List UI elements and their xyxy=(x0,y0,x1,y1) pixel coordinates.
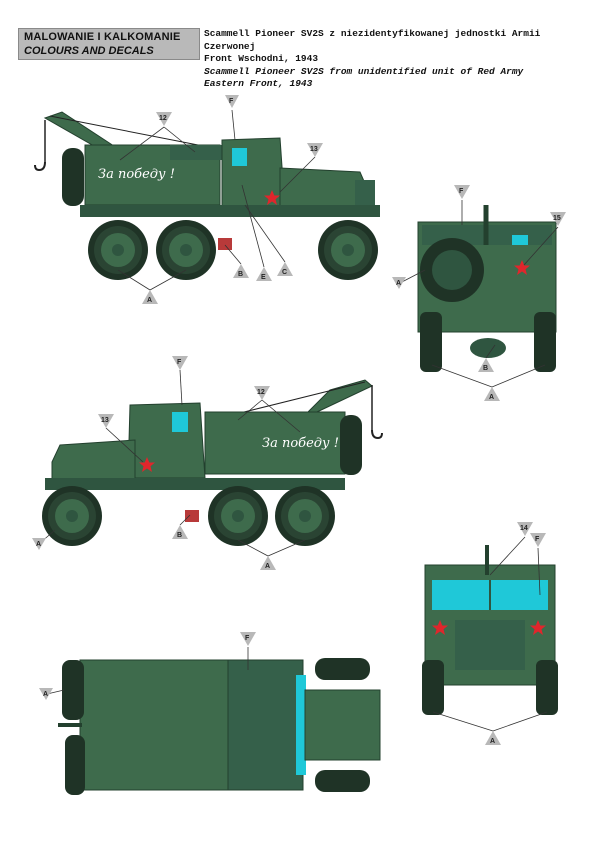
side-view-left: За победу ! xyxy=(42,379,383,546)
marker-B-rear xyxy=(478,358,494,372)
top-windscreen xyxy=(296,675,306,775)
marker-12-side2 xyxy=(254,386,270,400)
marker-12-side1 xyxy=(156,112,172,126)
svg-text:F: F xyxy=(177,359,182,366)
slogan-text: За победу ! xyxy=(98,167,175,182)
marker-A-side2-left xyxy=(32,538,46,550)
svg-text:A: A xyxy=(265,563,270,570)
top-view xyxy=(58,658,381,795)
section-title-english: COLOURS AND DECALS xyxy=(24,45,154,57)
svg-text:A: A xyxy=(43,691,48,698)
marker-13-side1 xyxy=(307,143,323,157)
marker-A-rear xyxy=(484,387,500,401)
caption-line-2: Czerwonej xyxy=(204,40,256,52)
section-title-box: MALOWANIE I KALKOMANIE COLOURS AND DECAL… xyxy=(18,28,200,60)
side-view-right: За победу ! xyxy=(34,111,380,280)
vehicle-caption: Scammell Pioneer SV2S z niezidentyfikowa… xyxy=(204,28,540,91)
svg-text:A: A xyxy=(489,394,494,401)
caption-line-1: Scammell Pioneer SV2S z niezidentyfikowa… xyxy=(204,28,541,39)
marker-E-side1 xyxy=(256,267,272,281)
svg-text:B: B xyxy=(177,532,182,539)
svg-text:B: B xyxy=(483,365,488,372)
caption-line-4: Scammell Pioneer SV2S from unidentified … xyxy=(204,65,524,77)
svg-text:12: 12 xyxy=(257,389,265,396)
marker-A-side2 xyxy=(260,556,276,570)
svg-text:12: 12 xyxy=(159,115,167,122)
svg-text:F: F xyxy=(535,536,540,543)
svg-text:A: A xyxy=(36,541,41,548)
marker-A-rear-left xyxy=(392,277,406,289)
svg-text:F: F xyxy=(229,98,234,105)
spare-tire xyxy=(62,148,84,206)
marker-F-front xyxy=(530,533,546,547)
marker-F-top xyxy=(240,632,256,646)
marker-14-front xyxy=(517,522,533,536)
marker-B-side2 xyxy=(172,525,188,539)
marker-F-side2 xyxy=(172,356,188,370)
svg-text:B: B xyxy=(238,271,243,278)
rear-window xyxy=(512,235,528,245)
svg-text:13: 13 xyxy=(310,146,318,153)
svg-text:15: 15 xyxy=(553,215,561,222)
svg-text:14: 14 xyxy=(520,525,528,532)
svg-text:13: 13 xyxy=(101,417,109,424)
slogan-text-left: За победу ! xyxy=(262,436,339,451)
marker-13-side2 xyxy=(98,414,114,428)
svg-text:E: E xyxy=(261,274,266,281)
marker-F-rear xyxy=(454,185,470,199)
section-title-polish: MALOWANIE I KALKOMANIE xyxy=(24,31,181,43)
marker-A-top xyxy=(39,688,53,700)
marker-F-side1 xyxy=(225,95,239,108)
svg-text:A: A xyxy=(147,297,152,304)
caption-line-3: Front Wschodni, 1943 xyxy=(204,53,319,64)
cab-window xyxy=(232,148,247,166)
marker-C-side1 xyxy=(277,262,293,276)
svg-text:F: F xyxy=(245,635,250,642)
svg-text:C: C xyxy=(282,269,287,276)
marker-15-rear xyxy=(550,212,566,226)
marker-B-side1 xyxy=(233,264,249,278)
marker-A-side1 xyxy=(142,290,158,304)
marker-A-front xyxy=(485,731,501,745)
tail-light xyxy=(218,238,232,250)
caption-line-5: Eastern Front, 1943 xyxy=(204,78,313,89)
rear-view xyxy=(417,205,557,372)
svg-text:A: A xyxy=(490,738,495,745)
cab-window-left xyxy=(172,412,188,432)
front-view xyxy=(422,545,558,715)
svg-text:F: F xyxy=(459,188,464,195)
callout-markers: F 12 13 A B E C F 15 A B xyxy=(32,95,566,745)
svg-text:A: A xyxy=(396,280,401,287)
